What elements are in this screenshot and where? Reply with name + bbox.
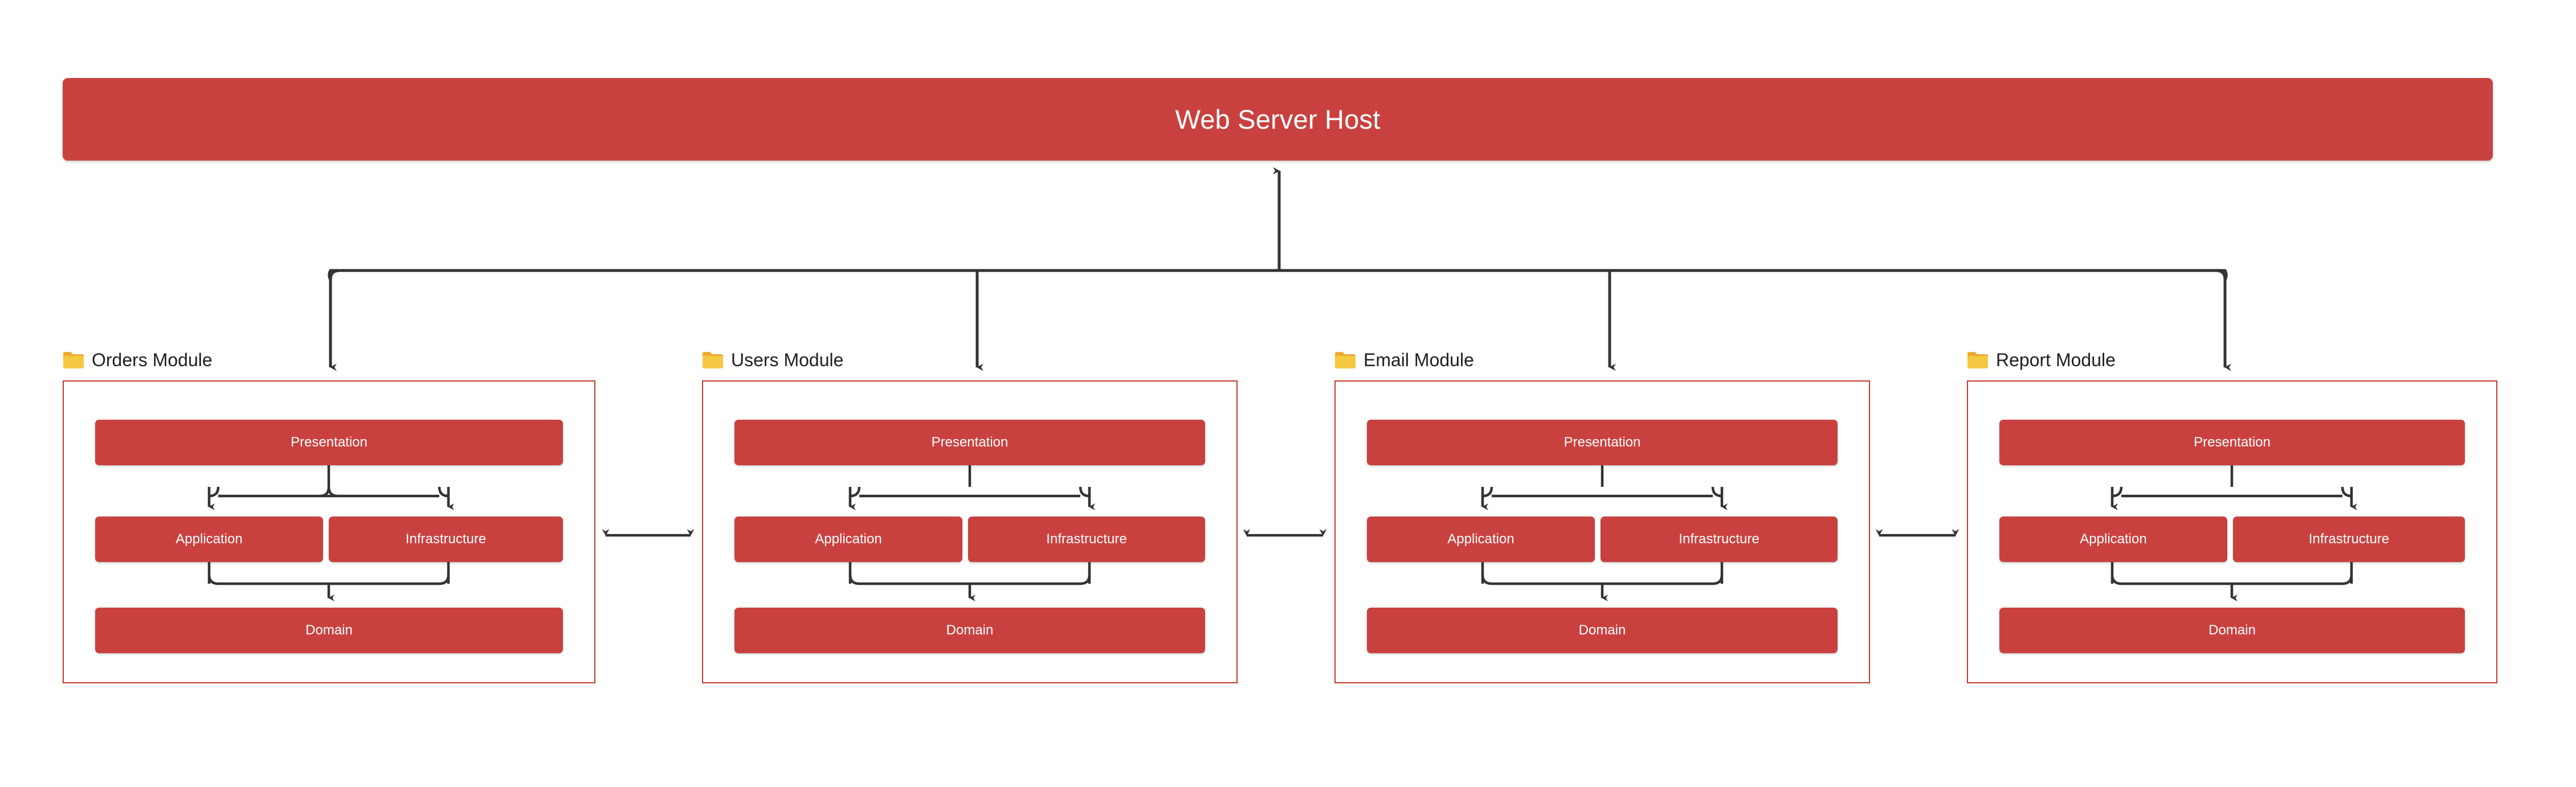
layer-domain[interactable]: Domain (1367, 608, 1838, 653)
module-email[interactable]: Presentation Application Infrastructure … (1334, 380, 1870, 683)
module-label-report: Report Module (1967, 344, 2116, 376)
layer-presentation[interactable]: Presentation (734, 420, 1205, 465)
module-orders[interactable]: Presentation Application Infrastructure … (63, 380, 595, 683)
layer-label: Presentation (1563, 435, 1641, 450)
layer-infrastructure[interactable]: Infrastructure (968, 517, 1205, 562)
layer-label: Domain (1578, 622, 1626, 638)
layer-application[interactable]: Application (1999, 517, 2227, 562)
layer-application[interactable]: Application (95, 517, 323, 562)
layer-label: Application (2080, 531, 2147, 547)
layer-label: Domain (946, 622, 994, 638)
module-label-text: Orders Module (92, 350, 213, 370)
module-report[interactable]: Presentation Application Infrastructure … (1967, 380, 2497, 683)
module-users[interactable]: Presentation Application Infrastructure … (702, 380, 1238, 683)
layer-domain[interactable]: Domain (1999, 608, 2465, 653)
folder-icon (63, 351, 84, 368)
folder-icon (1335, 351, 1356, 368)
layer-label: Presentation (2194, 435, 2271, 450)
module-label-text: Email Module (1363, 350, 1474, 370)
layer-infrastructure[interactable]: Infrastructure (2233, 517, 2465, 562)
layer-application[interactable]: Application (1367, 517, 1595, 562)
layer-label: Application (815, 531, 882, 547)
layer-label: Application (175, 531, 243, 547)
layer-label: Domain (305, 622, 353, 638)
layer-presentation[interactable]: Presentation (1367, 420, 1838, 465)
module-label-users: Users Module (702, 344, 843, 376)
layer-infrastructure[interactable]: Infrastructure (1601, 517, 1838, 562)
module-label-email: Email Module (1334, 344, 1474, 376)
folder-icon (703, 351, 723, 368)
bus-corner-caps (329, 269, 2227, 285)
layer-label: Presentation (931, 435, 1009, 450)
layer-infrastructure[interactable]: Infrastructure (329, 517, 563, 562)
layer-label: Infrastructure (405, 531, 487, 547)
layer-label: Infrastructure (2308, 531, 2390, 547)
web-server-host-bar[interactable]: Web Server Host (63, 78, 2493, 161)
layer-label: Domain (2208, 622, 2256, 638)
layer-label: Application (1447, 531, 1514, 547)
layer-presentation[interactable]: Presentation (1999, 420, 2465, 465)
layer-application[interactable]: Application (734, 517, 962, 562)
layer-domain[interactable]: Domain (95, 608, 563, 653)
layer-label: Infrastructure (1046, 531, 1127, 547)
layer-domain[interactable]: Domain (734, 608, 1205, 653)
module-label-text: Users Module (731, 350, 844, 370)
layer-label: Presentation (291, 435, 368, 450)
folder-icon (1967, 351, 1988, 368)
host-title: Web Server Host (1175, 104, 1381, 134)
module-label-orders: Orders Module (63, 344, 213, 376)
layer-label: Infrastructure (1679, 531, 1759, 547)
module-label-text: Report Module (1996, 350, 2116, 370)
host-to-modules-bus (328, 167, 2231, 371)
layer-presentation[interactable]: Presentation (95, 420, 563, 465)
